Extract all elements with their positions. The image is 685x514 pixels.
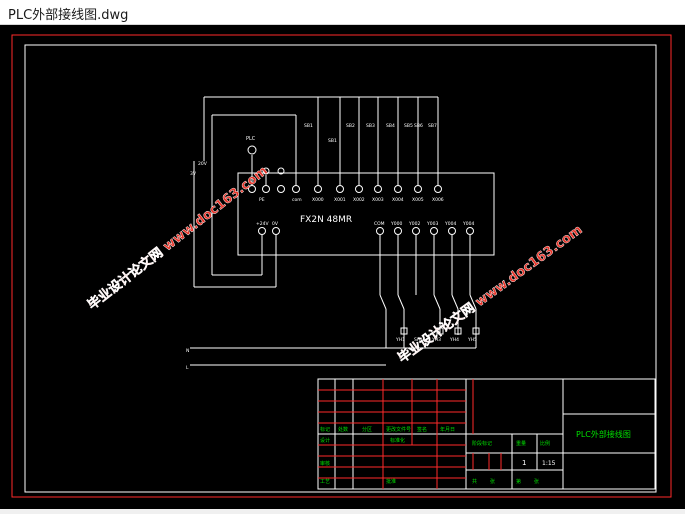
power-labels: +24V 0V bbox=[256, 221, 279, 227]
tb-gongyi: 工艺 bbox=[320, 479, 330, 485]
sb3-label: SB3 bbox=[366, 123, 375, 129]
tb-sheji: 设计 bbox=[320, 437, 330, 444]
output-device-labels: YH1 SH YH3 YH4 YH5 N L bbox=[186, 337, 477, 371]
x002-label: X002 bbox=[353, 197, 365, 203]
sb2-label: SB2 bbox=[346, 123, 355, 129]
sb5-label: SB5 bbox=[404, 123, 413, 129]
pe-label: PE bbox=[259, 197, 265, 203]
plc-model-label: FX2N 48MR bbox=[300, 215, 352, 225]
tb-shenhe: 审核 bbox=[320, 460, 330, 467]
voltage-20v: 20V bbox=[198, 161, 208, 167]
x004-label: X004 bbox=[392, 197, 404, 203]
inner-frame bbox=[24, 44, 657, 493]
tb-genggai: 更改文件号 bbox=[386, 426, 411, 433]
title-block-red-lines bbox=[318, 379, 502, 489]
y000-label: Y000 bbox=[390, 221, 402, 227]
window-title: PLC外部接线图.dwg bbox=[8, 8, 129, 23]
x005-label: X005 bbox=[412, 197, 424, 203]
tb-bili: 比例 bbox=[540, 440, 550, 447]
yh4-label: YH4 bbox=[449, 337, 459, 343]
plc-label: PLC bbox=[246, 136, 256, 142]
cad-drawing: FX2N 48MR PLC PE com X000 bbox=[11, 34, 672, 498]
sb7-label: SB7 bbox=[428, 123, 437, 129]
tb-count: 1 bbox=[522, 459, 526, 467]
yh1-label: YH1 bbox=[395, 337, 405, 343]
window-titlebar: PLC外部接线图.dwg bbox=[0, 0, 685, 25]
output-wiring bbox=[190, 235, 480, 366]
y002-label: Y002 bbox=[408, 221, 420, 227]
plus24v-label: +24V bbox=[256, 221, 269, 227]
output-labels: COM Y000 Y002 Y003 Y004 Y004 bbox=[374, 221, 474, 227]
sb4-label: SB4 bbox=[386, 123, 395, 129]
tb-di: 第 bbox=[516, 478, 521, 485]
tb-zhang1: 张 bbox=[490, 478, 495, 485]
tb-gong: 共 bbox=[472, 478, 477, 485]
tb-jieduan: 阶段标记 bbox=[472, 440, 492, 447]
y004-label: Y004 bbox=[444, 221, 456, 227]
tb-scale: 1:15 bbox=[542, 460, 556, 467]
x001-label: X001 bbox=[334, 197, 346, 203]
x006-label: X006 bbox=[432, 197, 444, 203]
line-l-label: L bbox=[186, 365, 189, 371]
title-block-frame bbox=[317, 378, 656, 490]
sb-label: SB1 bbox=[328, 138, 337, 144]
output-terminals bbox=[376, 227, 474, 235]
drawing-canvas[interactable]: FX2N 48MR PLC PE com X000 bbox=[0, 25, 685, 509]
y004b-label: Y004 bbox=[462, 221, 474, 227]
watermark-left: 毕业设计论文网 www.doc163.com bbox=[85, 163, 271, 313]
x000-label: X000 bbox=[312, 197, 324, 203]
tb-zhang2: 张 bbox=[534, 478, 539, 485]
com-out-label: COM bbox=[374, 221, 385, 227]
zerov-label: 0V bbox=[272, 221, 279, 227]
y003-label: Y003 bbox=[426, 221, 438, 227]
input-terminals bbox=[247, 145, 442, 193]
power-terminals bbox=[258, 227, 280, 235]
sb1-label: SB1 bbox=[304, 123, 313, 129]
voltage-3v: 3V bbox=[190, 171, 197, 177]
sh-label: SH bbox=[414, 337, 420, 343]
x003-label: X003 bbox=[372, 197, 384, 203]
outer-border bbox=[11, 34, 672, 498]
input-labels: PE com X000 X001 X002 X003 X004 X005 X00… bbox=[190, 123, 444, 203]
tb-fenqu: 分区 bbox=[362, 426, 372, 433]
tb-qianming: 签名 bbox=[417, 426, 427, 433]
tb-biaoji: 标记 bbox=[320, 426, 330, 433]
yh5-label: YH5 bbox=[467, 337, 477, 343]
tb-biaozhunhua: 标准化 bbox=[390, 437, 405, 444]
line-n-label: N bbox=[186, 348, 189, 354]
tb-nianyueri: 年月日 bbox=[440, 426, 455, 433]
plc-box bbox=[237, 172, 495, 256]
watermark-right: 毕业设计论文网 www.doc163.com bbox=[395, 222, 586, 367]
tb-zhongliang: 重量 bbox=[516, 440, 526, 447]
title-block-text: 标记 处数 分区 更改文件号 签名 年月日 设计 标准化 审核 工艺 批准 阶段… bbox=[320, 426, 550, 485]
com-label: com bbox=[292, 198, 302, 203]
tb-chushu: 处数 bbox=[338, 426, 348, 433]
input-wiring bbox=[193, 96, 439, 288]
tb-pizhun: 批准 bbox=[386, 478, 396, 485]
yh3-label: YH3 bbox=[431, 337, 441, 343]
sb6-label: SB6 bbox=[414, 123, 423, 129]
tb-drawing-name: PLC外部接线图 bbox=[576, 429, 631, 439]
